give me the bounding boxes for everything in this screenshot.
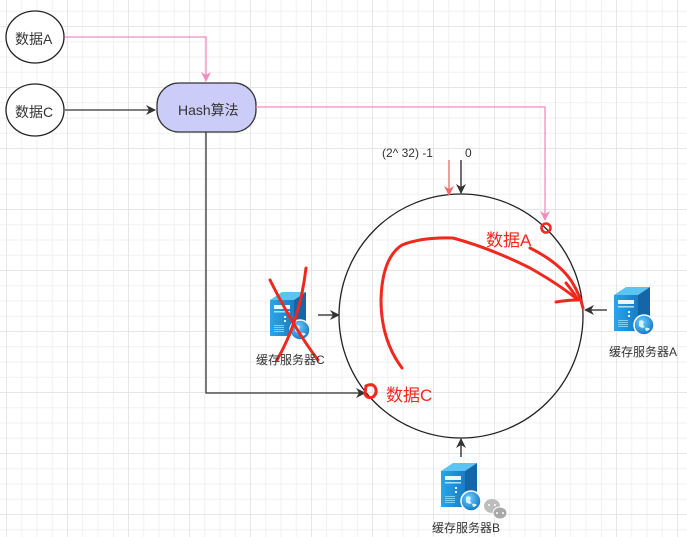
red-flow-curve <box>379 236 580 370</box>
data-c-label: 数据C <box>15 104 54 120</box>
edge-hash-to-data-a-ring <box>256 106 550 221</box>
data-c-ring-label: 数据C <box>386 386 433 405</box>
hash-label: Hash算法 <box>178 102 239 118</box>
data-c-node[interactable] <box>5 83 65 137</box>
server-c-removed-cross-icon <box>268 266 320 362</box>
ring-max-label: (2^ 32) -1 <box>382 146 433 160</box>
server-b-icon[interactable] <box>440 462 482 512</box>
ring-zero-label: 0 <box>465 146 472 160</box>
server-a-label: 缓存服务器A <box>609 345 678 359</box>
data-a-ring-marker <box>540 222 552 234</box>
edge-data-a-to-hash <box>65 36 211 82</box>
hash-ring <box>338 193 584 439</box>
red-flow-curve-2 <box>528 246 585 310</box>
server-a-icon[interactable] <box>613 286 655 336</box>
data-a-label: 数据A <box>15 31 53 47</box>
edge-hash-to-data-c-ring <box>205 132 366 398</box>
data-a-node[interactable] <box>5 10 65 64</box>
data-c-ring-marker <box>363 383 378 400</box>
wechat-icon <box>484 499 508 520</box>
server-c-label: 缓存服务器C <box>256 353 325 367</box>
data-a-ring-label: 数据A <box>486 231 532 250</box>
red-arrowhead <box>554 281 580 304</box>
server-b-label: 缓存服务器B <box>432 521 501 535</box>
